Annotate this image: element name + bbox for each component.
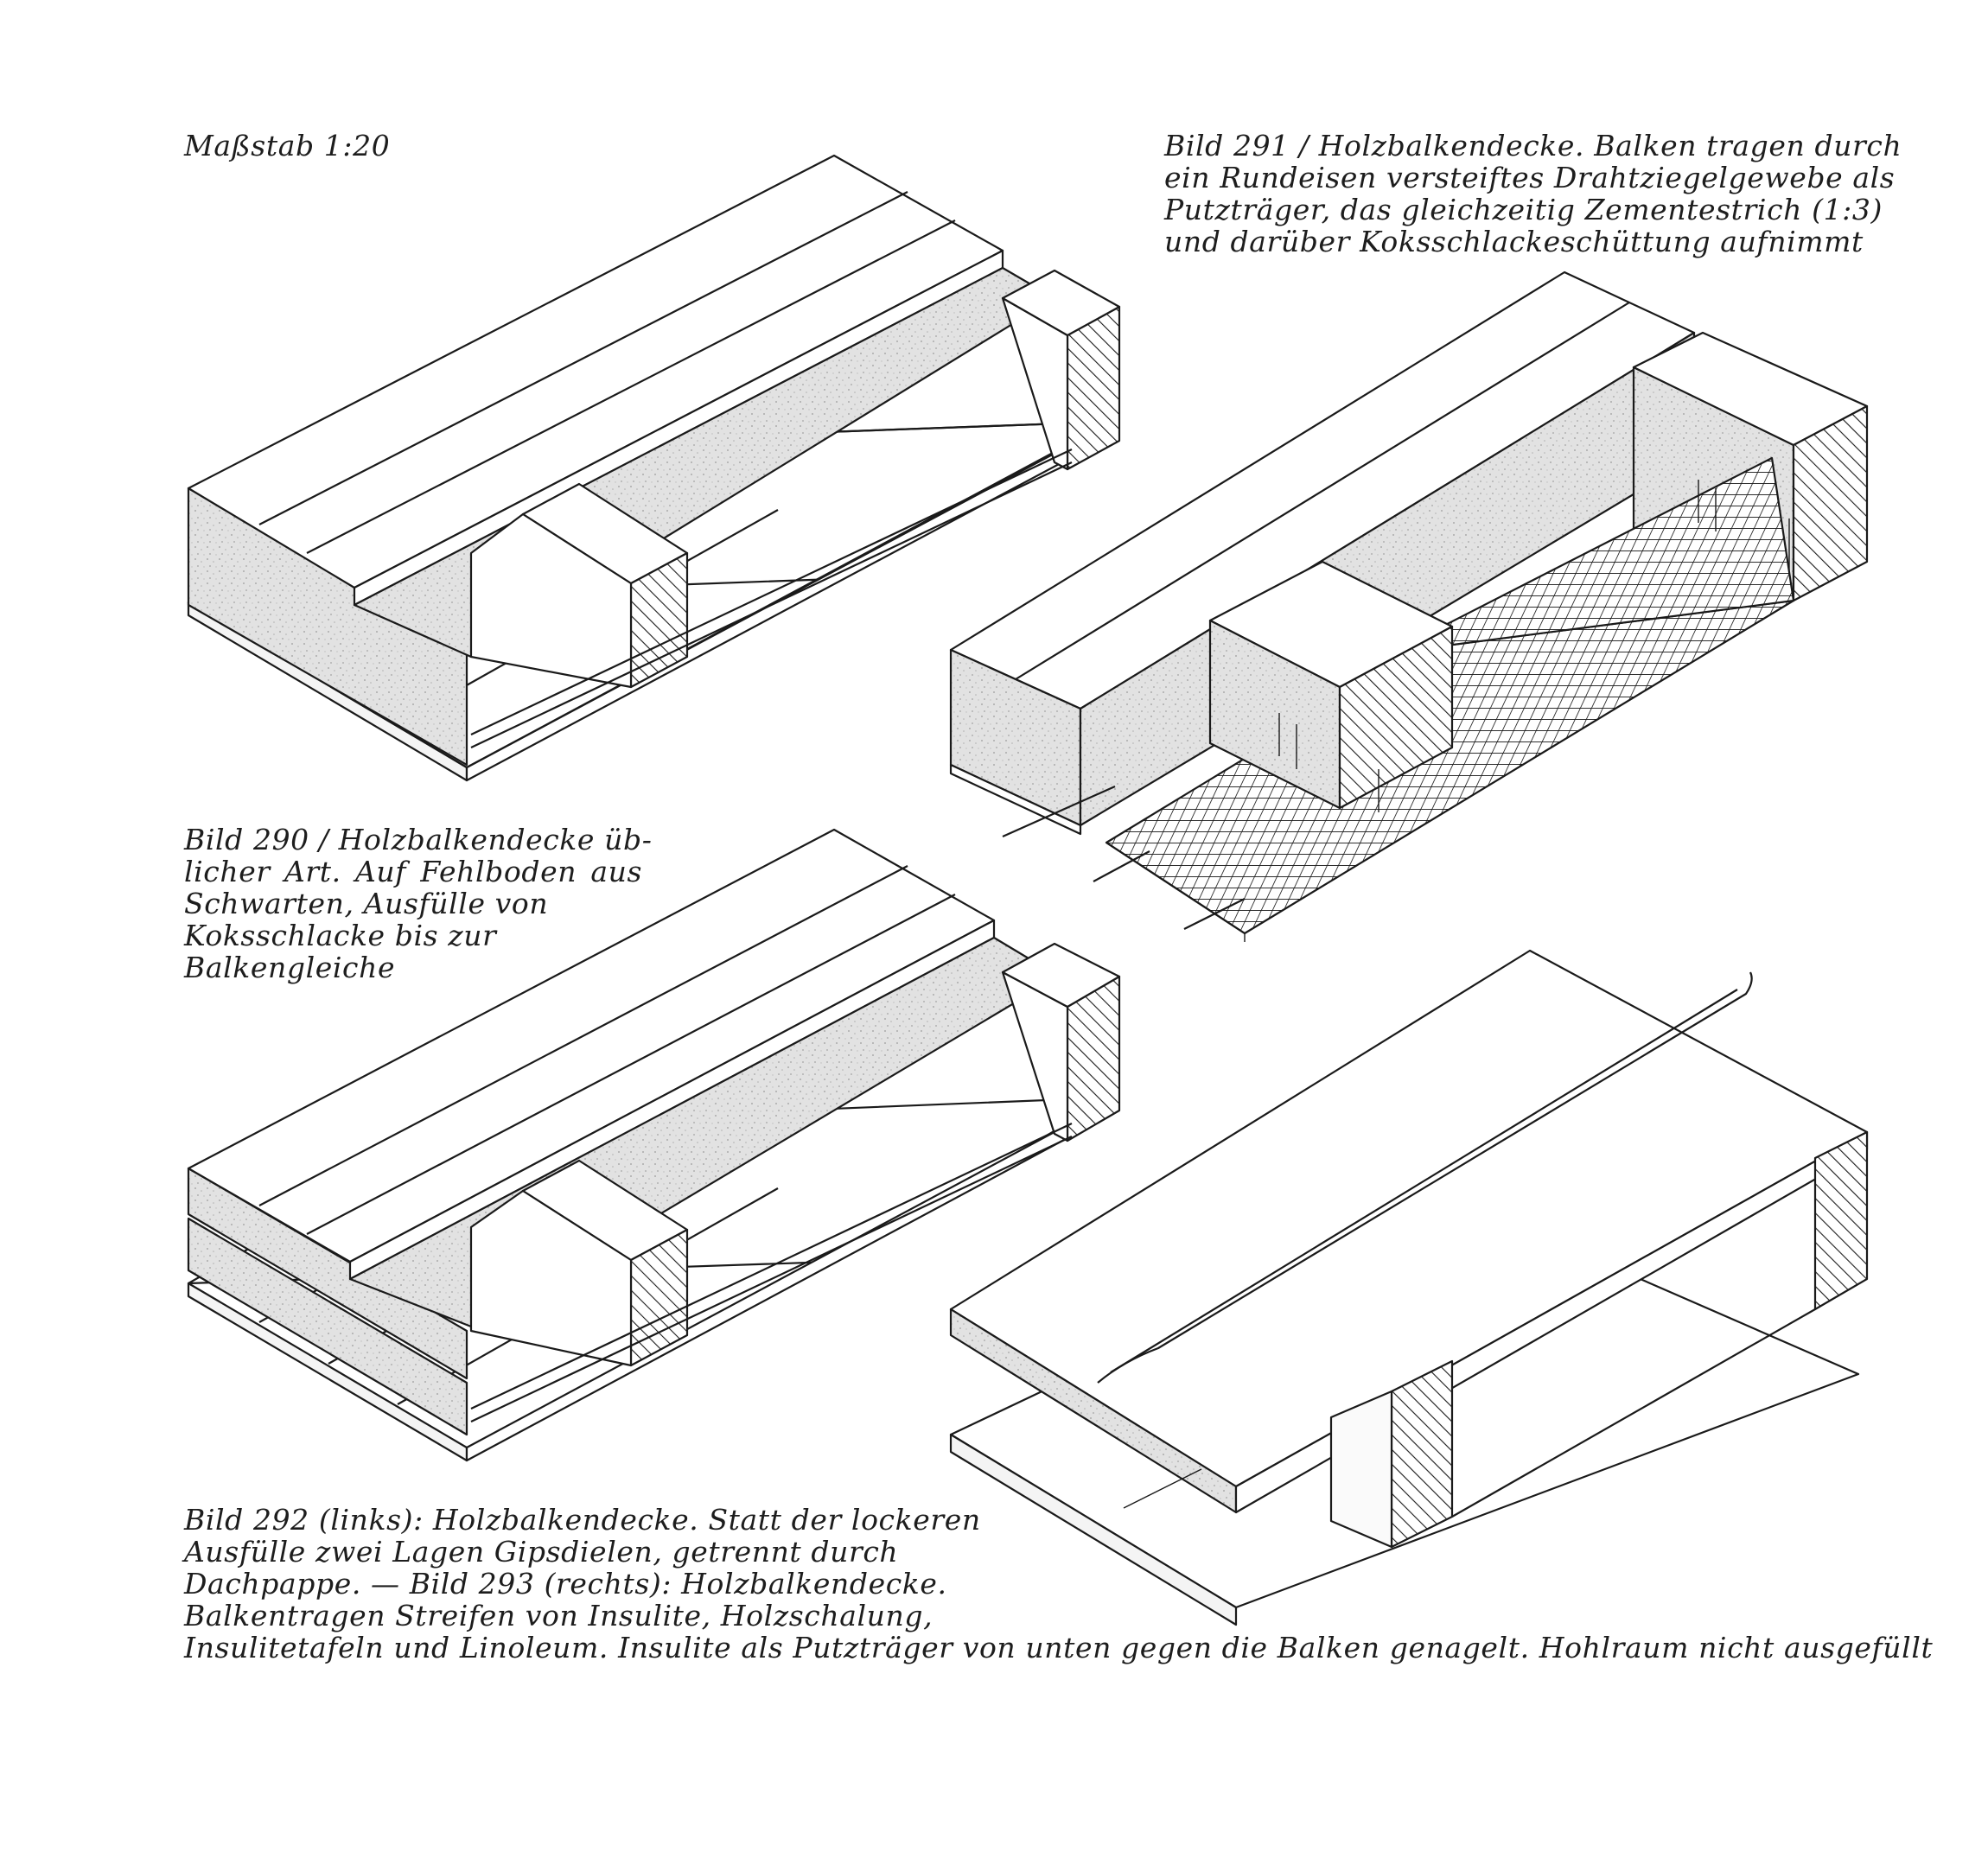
caption-line: licher Art. Auf Fehlboden aus bbox=[184, 855, 642, 888]
caption-bild-291: Bild 291 / Holzbalkendecke. Balken trage… bbox=[1164, 129, 1902, 258]
ceiling-section-290 bbox=[187, 154, 1121, 782]
caption-line: Balkengleiche bbox=[184, 951, 396, 984]
caption-bild-290: Bild 290 / Holzbalkendecke üb- licher Ar… bbox=[184, 823, 653, 984]
ceiling-section-292 bbox=[187, 828, 1121, 1462]
scale-label: Maßstab 1:20 bbox=[184, 130, 461, 162]
caption-line: ein Rundeisen versteiftes Drahtziegelgew… bbox=[1164, 161, 1896, 194]
caption-line: Bild 291 / Holzbalkendecke. Balken trage… bbox=[1164, 129, 1902, 162]
caption-line: und darüber Koksschlackeschüttung aufnim… bbox=[1164, 225, 1864, 258]
caption-line: Dachpappe. — Bild 293 (rechts): Holzbalk… bbox=[184, 1567, 947, 1601]
caption-line: Bild 290 / Holzbalkendecke üb- bbox=[184, 823, 653, 856]
caption-line: Ausfülle zwei Lagen Gipsdielen, getrennt… bbox=[184, 1535, 899, 1569]
caption-line: Putzträger, das gleichzeitig Zementestri… bbox=[1164, 193, 1883, 226]
caption-bild-292-293: Bild 292 (links): Holzbalkendecke. Statt… bbox=[184, 1503, 1934, 1664]
caption-line: Schwarten, Ausfülle von bbox=[184, 887, 549, 920]
caption-line: Bild 292 (links): Holzbalkendecke. Statt… bbox=[184, 1503, 981, 1537]
ceiling-section-291 bbox=[949, 270, 1869, 942]
ceiling-section-293 bbox=[949, 949, 1869, 1626]
caption-line: Koksschlacke bis zur bbox=[184, 919, 497, 952]
scale-label-text: Maßstab 1:20 bbox=[184, 129, 391, 162]
caption-line: Balkentragen Streifen von Insulite, Holz… bbox=[184, 1599, 933, 1632]
caption-line: Insulitetafeln und Linoleum. Insulite al… bbox=[184, 1631, 1934, 1664]
